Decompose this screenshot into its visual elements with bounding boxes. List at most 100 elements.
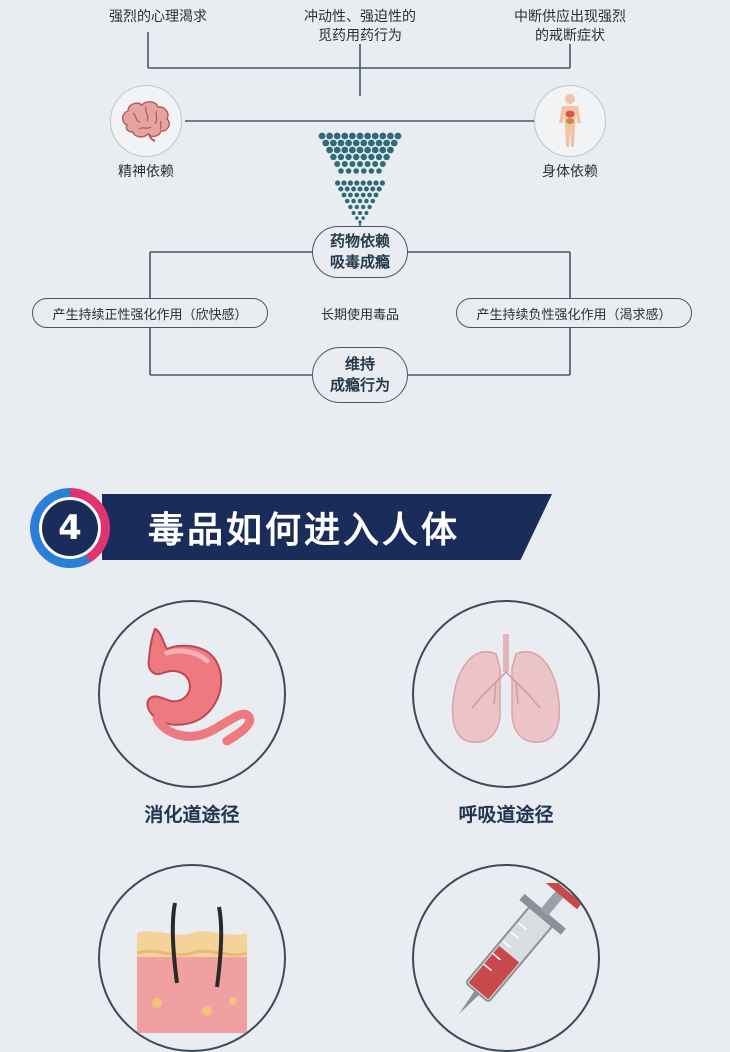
funnel-dot xyxy=(368,139,375,147)
funnel-dot xyxy=(322,139,330,147)
symptom-right-line1: 中断供应出现强烈 xyxy=(514,9,626,25)
flow-connector-lines xyxy=(147,32,571,376)
addiction-behavior-text: 成瘾行为 xyxy=(329,376,390,394)
symptom-compulsive-behavior: 冲动性、强迫性的 觅药用药行为 xyxy=(270,8,450,46)
funnel-dot xyxy=(326,146,333,154)
funnel-dot xyxy=(370,198,376,204)
syringe-icon xyxy=(459,883,581,1014)
funnel-dot xyxy=(356,132,364,140)
funnel-dot xyxy=(357,186,363,192)
funnel-dot xyxy=(373,180,379,186)
funnel-dot xyxy=(364,146,371,154)
funnel-dot xyxy=(387,132,394,140)
funnel-dot xyxy=(351,198,356,204)
funnel-dot xyxy=(341,180,347,186)
funnel-dot xyxy=(349,146,356,154)
funnel-dot xyxy=(368,168,375,174)
funnel-dot xyxy=(370,186,376,192)
funnel-dot xyxy=(364,198,369,204)
funnel-dot xyxy=(349,132,356,140)
lungs-icon xyxy=(451,634,561,743)
funnel-dot xyxy=(357,161,363,167)
brain-icon xyxy=(121,101,170,142)
funnel-dot xyxy=(352,139,360,147)
negative-reinforcement-pill: 产生持续负性强化作用（渴求感） xyxy=(456,298,692,328)
funnel-dot xyxy=(361,168,367,174)
body-icon-circle xyxy=(534,85,606,157)
funnel-dot xyxy=(371,146,379,154)
injection-route-circle xyxy=(412,864,600,1052)
digestive-route-label: 消化道途径 xyxy=(144,804,240,826)
funnel-dot xyxy=(353,153,360,161)
funnel-dot xyxy=(333,146,341,154)
funnel-dot xyxy=(383,139,390,147)
skin-route-circle xyxy=(98,864,286,1052)
funnel-dot xyxy=(333,132,341,140)
maintain-text: 维持 xyxy=(344,355,375,373)
symptom-withdrawal: 中断供应出现强烈 的戒断症状 xyxy=(480,8,660,46)
funnel-dot xyxy=(358,220,362,224)
drug-addiction-oval: 药物依赖 吸毒成瘾 xyxy=(312,226,408,278)
mental-dependence-label: 精神依赖 xyxy=(118,164,174,180)
human-body-icon xyxy=(559,94,581,147)
funnel-dot xyxy=(361,204,366,210)
funnel-dot xyxy=(349,161,356,167)
funnel-dot xyxy=(375,153,383,161)
funnel-dot xyxy=(390,139,398,147)
funnel-dot xyxy=(345,168,352,174)
funnel-dot xyxy=(383,153,390,161)
symptom-left-text: 强烈的心理渴求 xyxy=(109,9,207,25)
funnel-dot xyxy=(347,180,353,186)
funnel-dot xyxy=(330,139,337,147)
funnel-dot xyxy=(379,180,385,186)
funnel-dot xyxy=(367,180,373,186)
funnel-dot xyxy=(375,139,383,147)
funnel-dot xyxy=(354,180,360,186)
funnel-dot xyxy=(360,180,366,186)
funnel-dot xyxy=(351,186,357,192)
digestive-route-circle xyxy=(98,600,286,788)
symptom-psychological-craving: 强烈的心理渴求 xyxy=(78,8,238,27)
funnel-dot xyxy=(367,204,372,210)
funnel-dot xyxy=(345,139,352,147)
funnel-dot xyxy=(337,153,345,161)
physical-dependence-label: 身体依赖 xyxy=(542,164,598,180)
respiratory-route-label: 呼吸道途径 xyxy=(458,804,554,826)
drug-dependence-text: 药物依赖 xyxy=(329,232,390,250)
funnel-dot xyxy=(364,132,371,140)
skin-icon xyxy=(136,902,248,1033)
brain-icon-circle xyxy=(110,85,182,157)
symptom-right-line2: 的戒断症状 xyxy=(535,28,605,44)
section-number-badge: 4 xyxy=(30,488,110,568)
symptom-middle-line1: 冲动性、强迫性的 xyxy=(304,9,416,25)
funnel-dot xyxy=(360,192,366,198)
maintain-addiction-oval: 维持 成瘾行为 xyxy=(312,347,408,403)
funnel-dot xyxy=(373,192,379,198)
funnel-dot xyxy=(355,216,359,220)
funnel-dot xyxy=(344,198,350,204)
funnel-dot xyxy=(326,132,333,140)
funnel-dot xyxy=(364,211,369,215)
funnel-dot xyxy=(387,146,394,154)
funnel-dot xyxy=(361,216,366,220)
funnel-dot xyxy=(345,153,352,161)
funnel-dot xyxy=(337,139,345,147)
funnel-dot xyxy=(354,192,360,198)
section-banner: 毒品如何进入人体 xyxy=(102,494,552,560)
funnel-dot xyxy=(338,168,344,174)
funnel-dot xyxy=(364,161,371,167)
funnel-dot xyxy=(357,198,363,204)
funnel-dot xyxy=(348,192,353,198)
funnel-dot xyxy=(341,192,347,198)
funnel-dot xyxy=(379,161,386,167)
section-number: 4 xyxy=(39,497,101,559)
funnel-dot xyxy=(348,204,353,210)
funnel-dot xyxy=(368,153,375,161)
funnel-dot xyxy=(379,132,387,140)
funnel-dot xyxy=(363,186,369,192)
funnel-dot xyxy=(318,132,326,140)
funnel-dot xyxy=(379,146,387,154)
funnel-dot xyxy=(351,211,356,215)
funnel-dot xyxy=(338,186,344,192)
section-title: 毒品如何进入人体 xyxy=(148,510,461,551)
